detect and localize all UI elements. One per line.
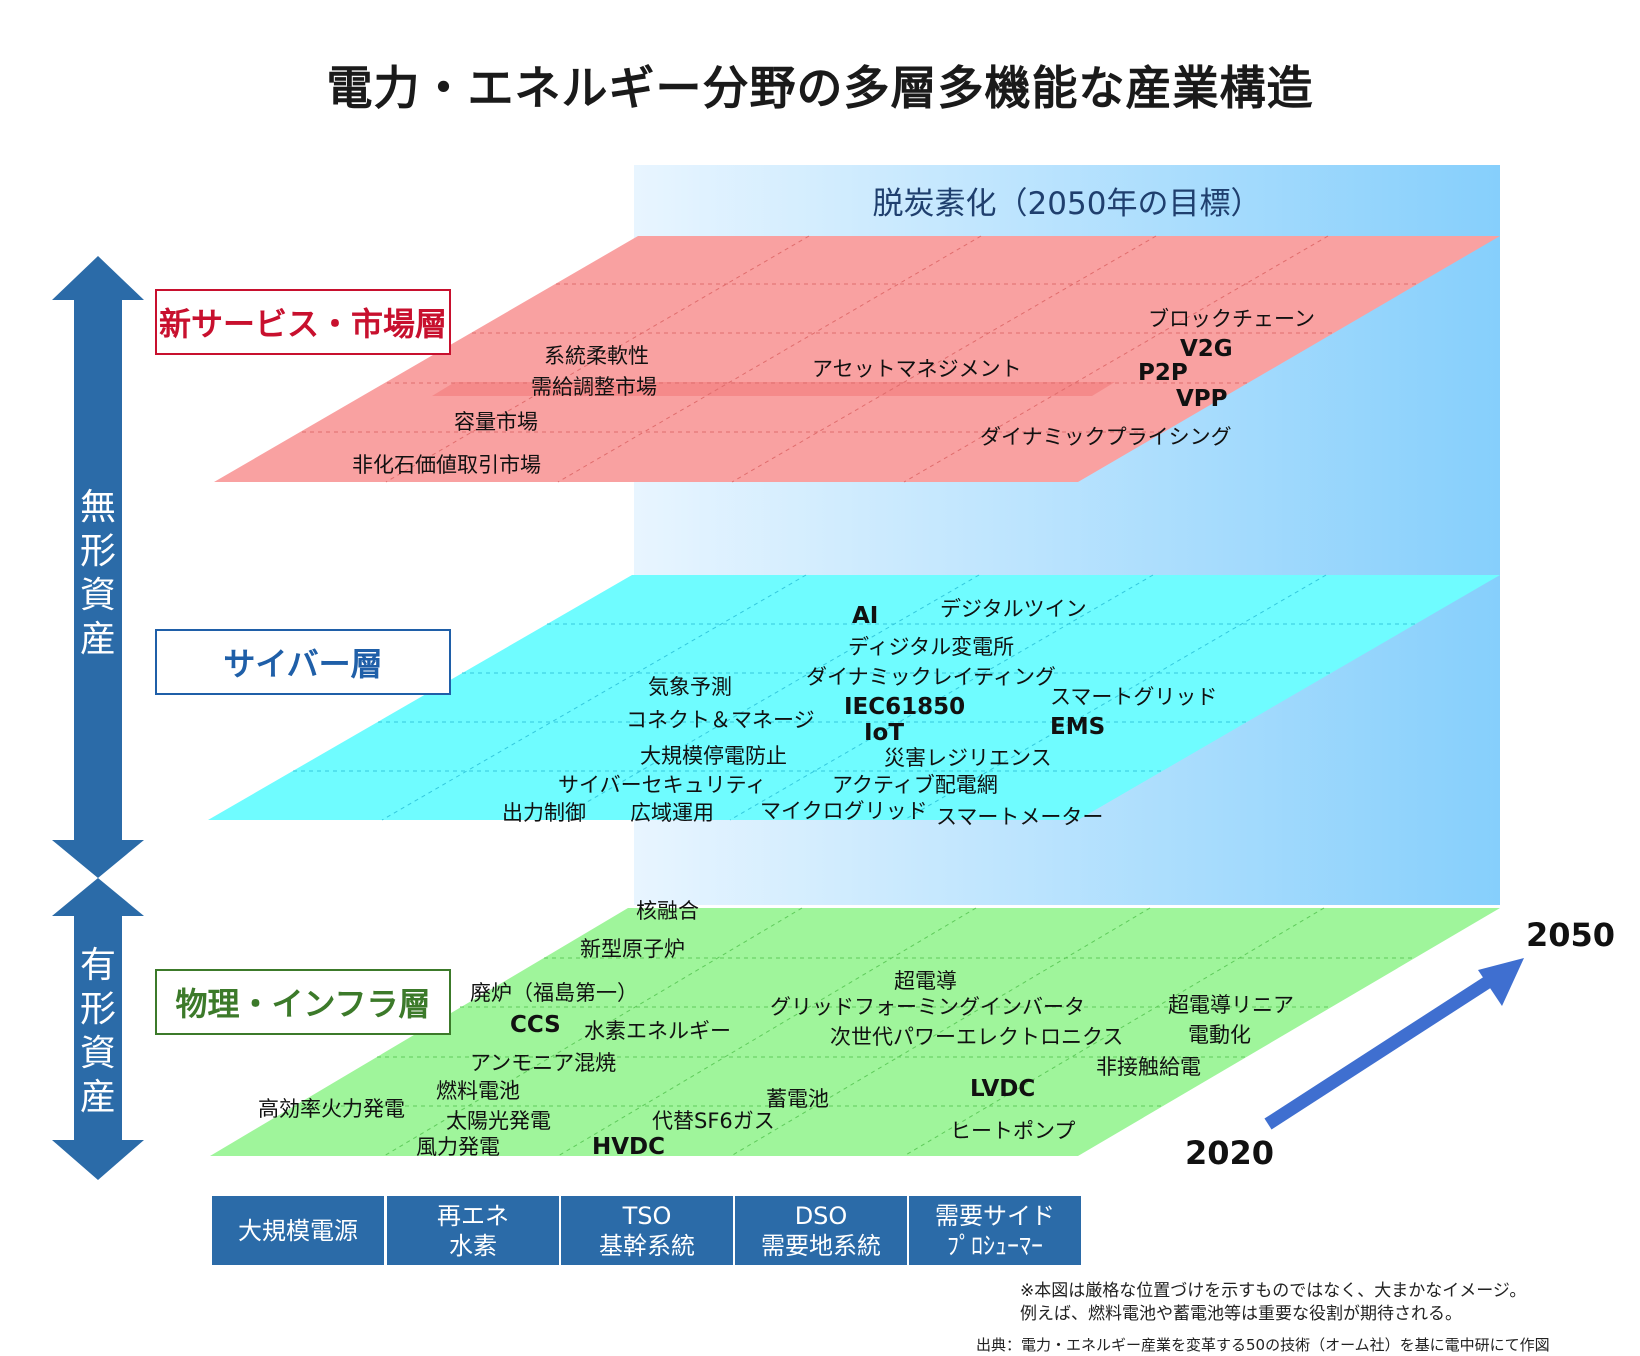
tech-label: 燃料電池: [436, 1079, 520, 1103]
tech-label: EMS: [1050, 714, 1106, 740]
category-renewables-hydrogen: 再エネ 水素: [387, 1196, 559, 1265]
category-line2: 需要地系統: [761, 1231, 881, 1260]
goal-label: 脱炭素化（2050年の目標）: [872, 186, 1262, 222]
physical-layer-label: 物理・インフラ層: [155, 969, 451, 1035]
tech-label: 非接触給電: [1096, 1055, 1201, 1079]
cyber-layer-label: サイバー層: [155, 629, 451, 695]
tech-label: マイクログリッド: [760, 799, 928, 823]
cyber-layer-plane: [208, 574, 1500, 821]
tech-label: 気象予測: [648, 675, 732, 699]
tech-label: 需給調整市場: [531, 375, 657, 399]
tech-label: 風力発電: [416, 1135, 500, 1159]
category-large-scale-power: 大規模電源: [212, 1196, 384, 1265]
tech-label: 非化石価値取引市場: [352, 453, 541, 477]
tech-label: 高効率火力発電: [258, 1097, 405, 1121]
page-title: 電力・エネルギー分野の多層多機能な産業構造: [326, 61, 1314, 115]
timeline-arrow: [1264, 958, 1524, 1130]
category-line1: 大規模電源: [238, 1216, 358, 1245]
source-credit: 出典：電力・エネルギー産業を変革する50の技術（オーム社）を基に電中研にて作図: [976, 1336, 1550, 1354]
category-line2: 水素: [449, 1231, 497, 1260]
tech-label: スマートグリッド: [1050, 685, 1218, 709]
intangible-assets-label: 無形資産: [79, 487, 116, 660]
category-tso: TSO 基幹系統: [561, 1196, 733, 1265]
tech-label: デジタルツイン: [940, 597, 1087, 621]
tech-label: HVDC: [592, 1134, 666, 1160]
note-line: 例えば、燃料電池や蓄電池等は重要な役割が期待される。: [1020, 1304, 1462, 1324]
category-line1: TSO: [622, 1201, 672, 1230]
tech-label: V2G: [1180, 336, 1233, 362]
tech-label: 出力制御: [502, 801, 586, 825]
tech-label: 代替SF6ガス: [652, 1109, 775, 1133]
tech-label: サイバーセキュリティ: [558, 773, 767, 797]
tech-label: 超電導: [894, 969, 957, 993]
tech-label: 系統柔軟性: [544, 344, 649, 368]
tangible-arrow: [52, 878, 144, 1180]
tech-label: 電動化: [1188, 1023, 1251, 1047]
tech-label: P2P: [1138, 360, 1188, 386]
tech-label: アンモニア混焼: [470, 1051, 617, 1075]
note-line: ※本図は厳格な位置づけを示すものではなく、大まかなイメージ。: [1020, 1281, 1527, 1301]
tech-label: 廃炉（福島第一）: [470, 981, 638, 1005]
service-layer-label: 新サービス・市場層: [155, 289, 451, 355]
tech-label: ブロックチェーン: [1148, 307, 1315, 331]
category-line1: DSO: [794, 1201, 848, 1230]
tech-label: 広域運用: [630, 801, 714, 825]
tech-label: 蓄電池: [766, 1087, 829, 1111]
tech-label: アセットマネジメント: [812, 357, 1022, 381]
tech-label: 災害レジリエンス: [884, 746, 1052, 770]
physical-layer-plane: [210, 907, 1500, 1157]
tangible-assets-label: 有形資産: [79, 945, 116, 1118]
tech-label: LVDC: [970, 1076, 1036, 1102]
tech-label: ダイナミックレイティング: [806, 665, 1056, 689]
tech-label: アクティブ配電網: [832, 773, 998, 797]
tech-label: ディジタル変電所: [848, 635, 1015, 659]
tech-label: 太陽光発電: [446, 1109, 551, 1133]
tech-label: 水素エネルギー: [584, 1019, 731, 1043]
tech-label: 超電導リニア: [1168, 993, 1294, 1017]
timeline-end-year: 2050: [1526, 916, 1616, 954]
tech-label: 容量市場: [454, 410, 538, 434]
tech-label: グリッドフォーミングインバータ: [770, 995, 1085, 1019]
tech-label: CCS: [510, 1012, 561, 1038]
category-line1: 再エネ: [437, 1201, 509, 1230]
tech-label: 次世代パワーエレクトロニクス: [830, 1025, 1124, 1049]
tech-label: スマートメーター: [936, 805, 1104, 829]
category-demand-side: 需要サイド ﾌﾟﾛｼｭｰﾏｰ: [909, 1196, 1081, 1265]
tech-label: 大規模停電防止: [640, 744, 787, 768]
tech-label: コネクト＆マネージ: [626, 708, 815, 732]
intangible-arrow: [52, 256, 144, 878]
service-layer-plane: [214, 235, 1500, 483]
tech-label: ヒートポンプ: [950, 1119, 1076, 1143]
tech-label: ダイナミックプライシング: [980, 425, 1232, 449]
tech-label: VPP: [1176, 386, 1228, 412]
tech-label: IEC61850: [844, 694, 966, 720]
tech-label: AI: [852, 603, 879, 629]
category-dso: DSO 需要地系統: [735, 1196, 907, 1265]
tech-label: 新型原子炉: [580, 937, 685, 961]
category-line1: 需要サイド: [935, 1201, 1055, 1230]
category-line2: 基幹系統: [599, 1231, 695, 1260]
tech-label: IoT: [864, 720, 905, 746]
tech-label: 核融合: [636, 899, 699, 923]
timeline-start-year: 2020: [1185, 1134, 1275, 1172]
category-line2: ﾌﾟﾛｼｭｰﾏｰ: [947, 1231, 1043, 1260]
